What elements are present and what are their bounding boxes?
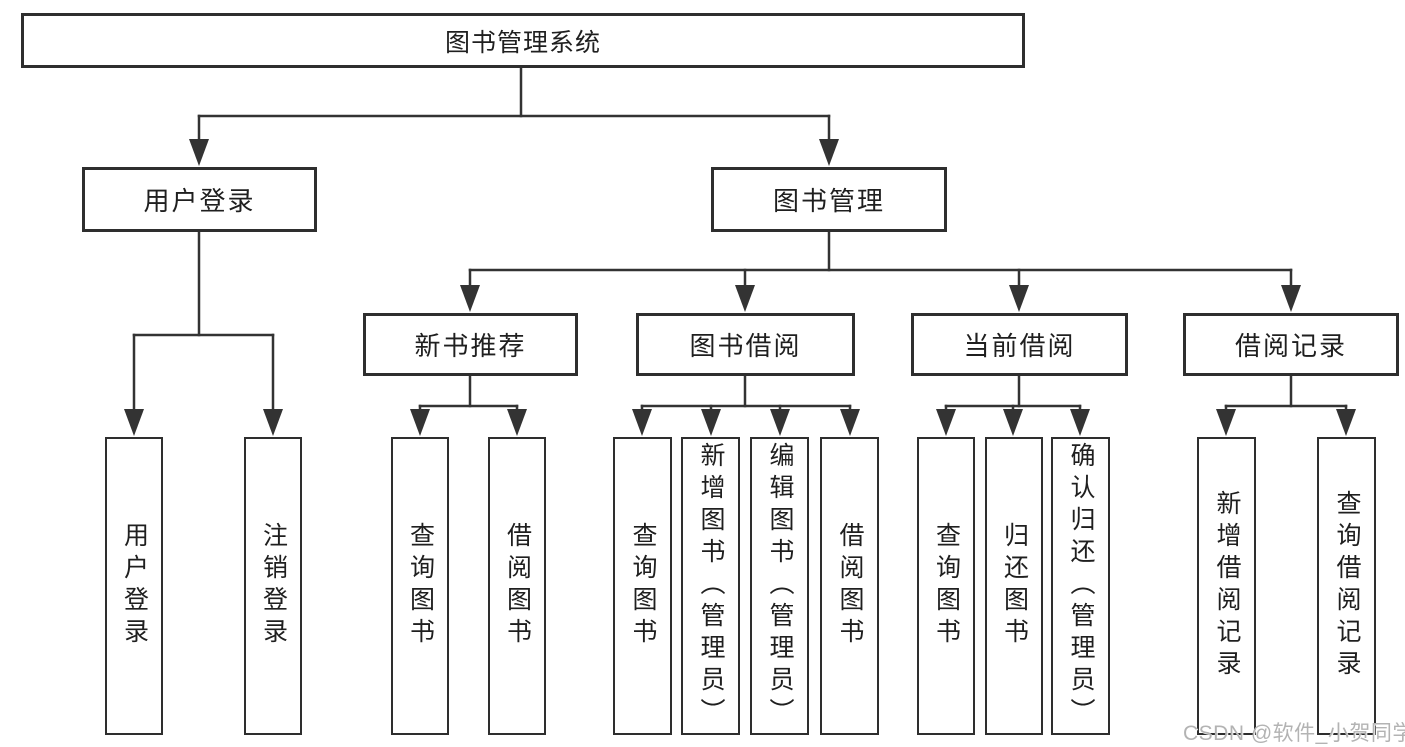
leaf-query-books-2: 查询图书	[613, 437, 672, 735]
leaf-borrow-books-2: 借阅图书	[820, 437, 879, 735]
leaf-return-books: 归还图书	[985, 437, 1043, 735]
csdn-watermark: CSDN @软件_小贺同学	[1183, 722, 1405, 745]
node-borrow-records: 借阅记录	[1183, 313, 1399, 376]
leaf-borrow-books-1: 借阅图书	[488, 437, 546, 735]
node-root: 图书管理系统	[21, 13, 1025, 68]
leaf-logout: 注销登录	[244, 437, 302, 735]
leaf-add-borrow-record: 新增借阅记录	[1197, 437, 1256, 735]
node-user-login: 用户登录	[82, 167, 317, 232]
leaf-confirm-return-admin: 确认归还（管理员）	[1051, 437, 1110, 735]
node-new-book-recommend: 新书推荐	[363, 313, 578, 376]
leaf-edit-books-admin: 编辑图书（管理员）	[750, 437, 809, 735]
leaf-user-login: 用户登录	[105, 437, 163, 735]
leaf-query-borrow-record: 查询借阅记录	[1317, 437, 1376, 735]
node-book-management: 图书管理	[711, 167, 947, 232]
node-current-borrow: 当前借阅	[911, 313, 1128, 376]
leaf-add-books-admin: 新增图书（管理员）	[681, 437, 740, 735]
leaf-query-books-1: 查询图书	[391, 437, 449, 735]
leaf-query-books-3: 查询图书	[917, 437, 975, 735]
node-book-borrow: 图书借阅	[636, 313, 855, 376]
